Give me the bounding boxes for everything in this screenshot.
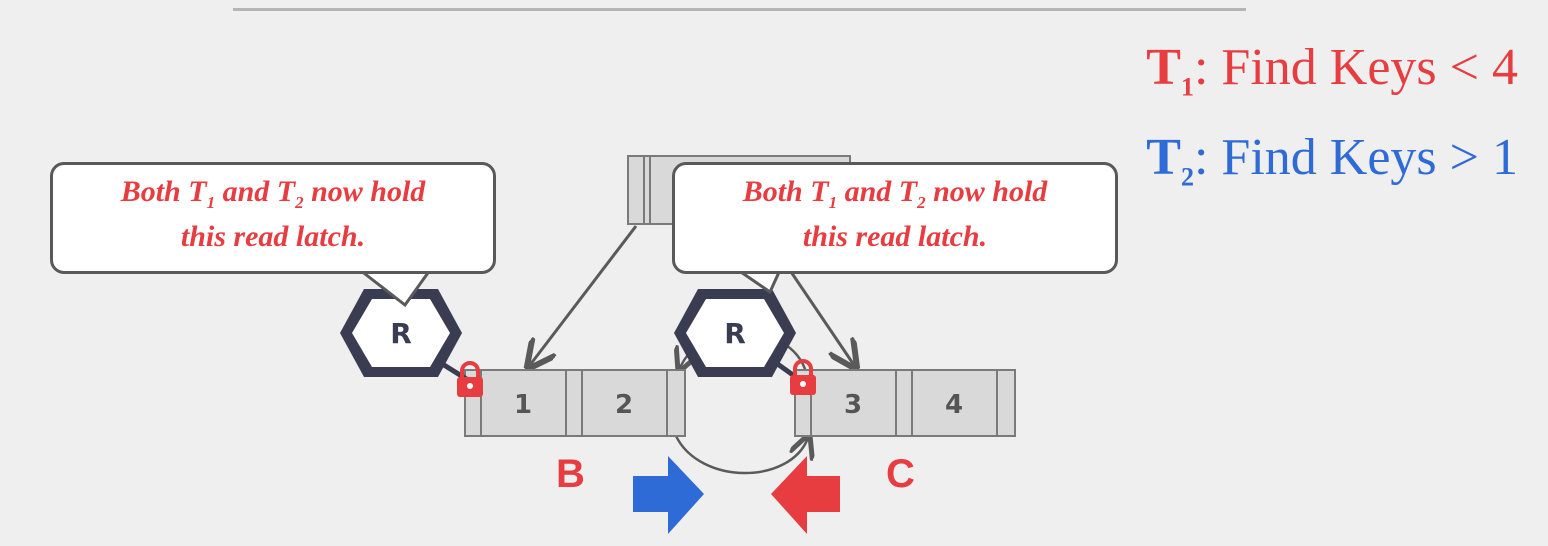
right-read-latch: R (674, 289, 796, 377)
node-c-label: C (886, 452, 915, 496)
t2-direction-arrow-icon (633, 456, 704, 534)
node-b-label: B (556, 452, 585, 496)
node-c-key-4: 4 (945, 390, 963, 420)
root-to-b-pointer (530, 225, 638, 365)
transaction-1-label: T1: Find Keys < 4 (1146, 39, 1518, 102)
b-to-c-sibling-pointer (674, 436, 808, 475)
left-read-latch: R (340, 289, 462, 377)
node-b-key-2: 2 (615, 390, 633, 420)
left-callout-bubble: Both T1 and T2 now hold this read latch. (50, 162, 496, 274)
node-c: 3 4 (794, 369, 1016, 437)
node-b-key-1: 1 (514, 390, 532, 420)
node-b: 1 2 (464, 369, 686, 437)
left-lock-icon (457, 361, 483, 397)
right-callout-bubble: Both T1 and T2 now hold this read latch. (672, 162, 1118, 274)
node-c-key-3: 3 (844, 390, 862, 420)
t1-direction-arrow-icon (771, 456, 840, 534)
transaction-2-label: T2: Find Keys > 1 (1146, 129, 1518, 192)
right-lock-icon (790, 359, 816, 395)
left-latch-label: R (390, 317, 412, 350)
right-latch-label: R (724, 317, 746, 350)
top-divider (233, 8, 1246, 11)
